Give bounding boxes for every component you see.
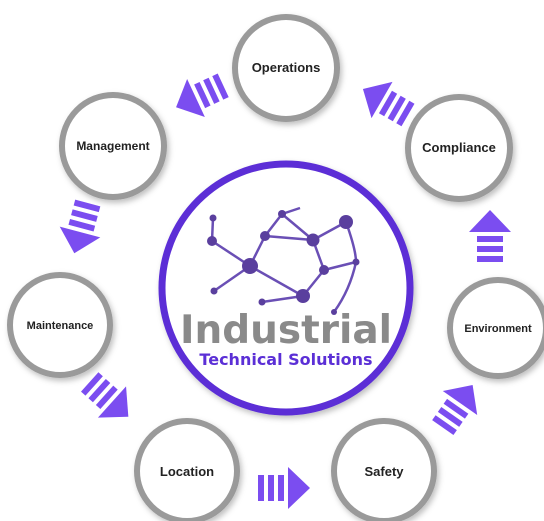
node-label-safety: Safety bbox=[364, 464, 404, 479]
arrow-operations-to-management bbox=[167, 66, 233, 127]
node-label-maintenance: Maintenance bbox=[27, 320, 94, 332]
network-nodes bbox=[207, 210, 360, 315]
arrow-compliance-to-operations bbox=[352, 70, 419, 134]
arrow-safety-to-environment bbox=[425, 372, 490, 440]
node-management: Management bbox=[59, 92, 167, 200]
center-ring bbox=[158, 160, 414, 416]
node-label-management: Management bbox=[76, 139, 149, 153]
center-subtitle: Technical Solutions bbox=[199, 350, 372, 369]
center-title: Industrial bbox=[180, 308, 392, 353]
node-maintenance: Maintenance bbox=[7, 272, 113, 378]
arrow-maintenance-to-location bbox=[75, 366, 143, 433]
node-label-location: Location bbox=[160, 464, 214, 479]
node-location: Location bbox=[134, 418, 240, 521]
node-label-operations: Operations bbox=[252, 60, 321, 75]
arrow-management-to-maintenance bbox=[54, 197, 109, 259]
node-operations: Operations bbox=[232, 14, 340, 122]
node-environment: Environment bbox=[447, 277, 544, 379]
node-label-environment: Environment bbox=[464, 323, 532, 335]
node-label-compliance: Compliance bbox=[422, 140, 496, 155]
node-compliance: Compliance bbox=[405, 94, 513, 202]
center-logo: Industrial Technical Solutions bbox=[158, 160, 414, 416]
arrow-environment-to-compliance bbox=[469, 210, 511, 262]
arrow-location-to-safety bbox=[258, 467, 310, 509]
node-safety: Safety bbox=[331, 418, 437, 521]
